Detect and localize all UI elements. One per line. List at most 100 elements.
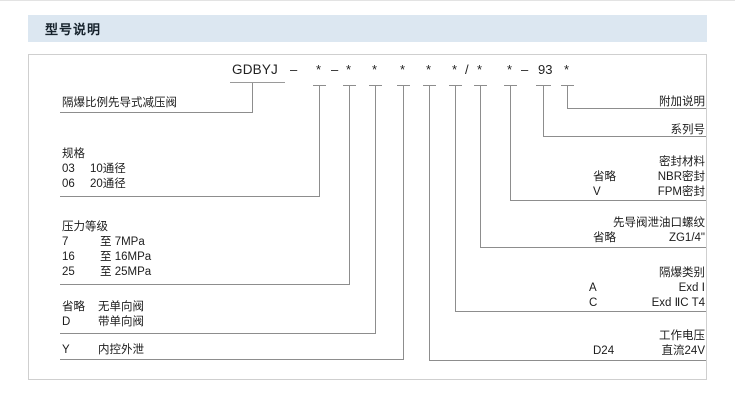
label-working-voltage: 工作电压 D24 直流24V bbox=[593, 329, 705, 359]
label-internal-control-code: Y bbox=[62, 344, 70, 356]
model-code-token-1: * bbox=[316, 62, 322, 77]
label-pressure-rating-heading: 压力等级 bbox=[62, 221, 108, 233]
brand-underline bbox=[230, 82, 285, 83]
model-code-token-4: * bbox=[372, 62, 378, 77]
model-code-token-10: * bbox=[507, 62, 513, 77]
leader-right-6-vertical bbox=[429, 96, 430, 360]
leader-left-1-vertical bbox=[252, 97, 253, 112]
leader-right-1-vertical bbox=[567, 96, 568, 108]
leader-right-6-horizontal bbox=[429, 360, 706, 361]
label-seal-material-desc-0: NBR密封 bbox=[657, 171, 705, 183]
brand-stem bbox=[252, 83, 253, 97]
model-code-token-7: * bbox=[452, 62, 458, 77]
leader-left-2-vertical bbox=[319, 96, 320, 196]
section-header: 型号说明 bbox=[28, 15, 707, 42]
label-working-voltage-desc-0: 直流24V bbox=[661, 345, 705, 357]
leader-right-4-vertical bbox=[480, 96, 481, 247]
label-pressure-rating-desc-0: 至 7MPa bbox=[100, 236, 145, 248]
model-code-token-6: * bbox=[426, 62, 432, 77]
leader-left-5-horizontal bbox=[60, 359, 404, 360]
page-title: 型号说明 bbox=[45, 22, 102, 37]
tick-stem-6 bbox=[455, 85, 456, 96]
label-explosion-proof-class-desc-0: Exd Ⅰ bbox=[678, 282, 705, 294]
label-additional-description-heading: 附加说明 bbox=[659, 96, 705, 108]
tick-stem-5 bbox=[429, 85, 430, 96]
label-series-number-heading: 系列号 bbox=[670, 124, 706, 136]
label-specification-heading: 规格 bbox=[62, 148, 85, 160]
leader-right-3-vertical bbox=[510, 96, 511, 200]
model-code-token-5: * bbox=[400, 62, 406, 77]
label-specification-code-1: 06 bbox=[62, 178, 75, 190]
label-seal-material-heading: 密封材料 bbox=[659, 156, 705, 168]
label-internal-control-desc: 内控外泄 bbox=[98, 344, 144, 356]
model-code-row: GDBYJ – * – * * * * * / * * – 93 * bbox=[0, 62, 735, 84]
leader-right-2-horizontal bbox=[543, 136, 706, 137]
model-code-brand: GDBYJ bbox=[232, 62, 279, 77]
label-pilot-drain-thread-heading: 先导阀泄油口螺纹 bbox=[613, 217, 705, 229]
model-code-token-3: * bbox=[346, 62, 352, 77]
label-explosion-proof-class: 隔爆类别 A Exd Ⅰ C Exd ⅡC T4 bbox=[589, 266, 705, 311]
tick-stem-8 bbox=[510, 85, 511, 96]
tick-stem-9 bbox=[543, 85, 544, 96]
tick-stem-4 bbox=[403, 85, 404, 96]
leader-left-4-vertical bbox=[375, 96, 376, 333]
label-pressure-rating-code-0: 7 bbox=[62, 236, 69, 248]
label-additional-description: 附加说明 bbox=[659, 95, 705, 110]
label-working-voltage-code-0: D24 bbox=[593, 345, 615, 357]
label-series-number: 系列号 bbox=[671, 123, 706, 138]
model-code-token-2: – bbox=[331, 62, 339, 77]
label-specification-desc-1: 20通径 bbox=[90, 178, 126, 190]
leader-left-4-horizontal bbox=[60, 333, 376, 334]
label-explosion-proof-class-code-1: C bbox=[589, 297, 598, 309]
tick-stem-2 bbox=[349, 85, 350, 96]
label-explosion-proof-class-heading: 隔爆类别 bbox=[659, 267, 705, 279]
leader-left-1-horizontal bbox=[60, 112, 253, 113]
label-product-type-desc: 隔爆比例先导式减压阀 bbox=[62, 97, 177, 109]
label-explosion-proof-class-code-0: A bbox=[589, 282, 597, 294]
label-check-valve-code-1: D bbox=[62, 316, 71, 328]
label-working-voltage-heading: 工作电压 bbox=[659, 330, 705, 342]
leader-left-5-vertical bbox=[403, 96, 404, 359]
label-seal-material-code-0: 省略 bbox=[593, 171, 616, 183]
leader-right-4-horizontal bbox=[480, 247, 706, 248]
leader-left-3-vertical bbox=[349, 96, 350, 284]
model-code-token-0: – bbox=[290, 62, 298, 77]
label-pressure-rating-code-1: 16 bbox=[62, 251, 75, 263]
tick-stem-1 bbox=[319, 85, 320, 96]
model-code-token-11: – bbox=[521, 62, 529, 77]
label-pilot-drain-thread: 先导阀泄油口螺纹 省略 ZG1/4" bbox=[593, 216, 705, 246]
tick-stem-3 bbox=[375, 85, 376, 96]
tick-stem-10 bbox=[567, 85, 568, 96]
model-code-token-13: * bbox=[564, 62, 570, 77]
label-specification: 规格 03 10通径 06 20通径 bbox=[62, 147, 126, 192]
leader-right-5-horizontal bbox=[455, 311, 706, 312]
label-explosion-proof-class-desc-1: Exd ⅡC T4 bbox=[651, 297, 705, 309]
leader-right-2-vertical bbox=[543, 96, 544, 136]
top-divider bbox=[0, 0, 735, 1]
label-pressure-rating-code-2: 25 bbox=[62, 266, 75, 278]
leader-left-2-horizontal bbox=[60, 196, 320, 197]
label-check-valve-desc-0: 无单向阀 bbox=[98, 301, 144, 313]
label-pressure-rating-desc-2: 至 25MPa bbox=[100, 266, 152, 278]
label-pressure-rating: 压力等级 7 至 7MPa 16 至 16MPa 25 至 25MPa bbox=[62, 220, 151, 280]
label-pressure-rating-desc-1: 至 16MPa bbox=[100, 251, 152, 263]
label-pilot-drain-thread-code-0: 省略 bbox=[593, 232, 616, 244]
model-code-token-8: / bbox=[465, 62, 469, 77]
label-specification-desc-0: 10通径 bbox=[90, 163, 126, 175]
leader-right-5-vertical bbox=[455, 96, 456, 311]
label-product-type: 隔爆比例先导式减压阀 bbox=[62, 96, 177, 111]
leader-right-3-horizontal bbox=[510, 200, 706, 201]
label-internal-control: Y 内控外泄 bbox=[62, 343, 144, 358]
leader-left-3-horizontal bbox=[60, 284, 350, 285]
tick-stem-7 bbox=[480, 85, 481, 96]
label-seal-material-code-1: V bbox=[593, 186, 601, 198]
label-specification-code-0: 03 bbox=[62, 163, 75, 175]
label-check-valve-code-0: 省略 bbox=[62, 301, 85, 313]
leader-right-1-horizontal bbox=[567, 108, 706, 109]
label-pilot-drain-thread-desc-0: ZG1/4" bbox=[668, 232, 705, 244]
model-code-token-9: * bbox=[477, 62, 483, 77]
model-code-token-12: 93 bbox=[538, 62, 553, 77]
